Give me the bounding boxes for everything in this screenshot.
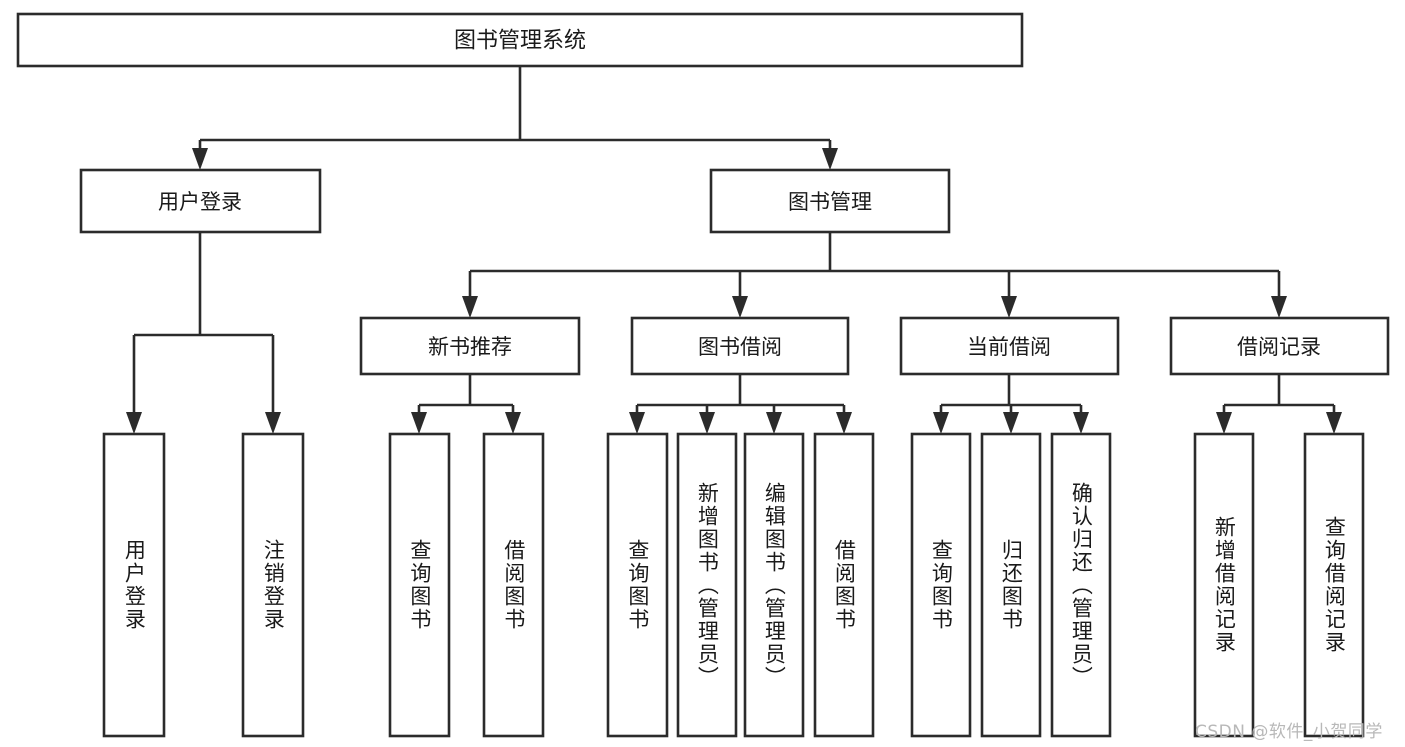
node-borrow-record[interactable]: 借阅记录 xyxy=(1169,316,1390,376)
borrow-record-label: 借阅记录 xyxy=(1237,335,1321,359)
leaf-boxes-layer xyxy=(102,432,1365,738)
leaf-box-borrow-book-1[interactable] xyxy=(482,432,545,738)
arrow-to-leaf-confirm-return xyxy=(1073,412,1089,434)
leaf-box-add-record[interactable] xyxy=(1193,432,1255,738)
current-borrow-box[interactable] xyxy=(899,316,1120,376)
leaf-box-return-book[interactable] xyxy=(980,432,1042,738)
leaf-box-query-book-2[interactable] xyxy=(606,432,669,738)
arrow-to-leaf-user-logout xyxy=(265,412,281,434)
arrow-to-leaf-add-book xyxy=(699,412,715,434)
arrow-to-leaf-query-book-3 xyxy=(933,412,949,434)
user-login-label: 用户登录 xyxy=(158,190,242,214)
book-manage-box[interactable] xyxy=(709,168,951,234)
new-book-recommend-box[interactable] xyxy=(359,316,581,376)
arrow-to-leaf-borrow-book-1 xyxy=(505,412,521,434)
leaf-box-edit-book[interactable] xyxy=(743,432,805,738)
book-borrow-box[interactable] xyxy=(630,316,850,376)
arrow-to-leaf-query-book-1 xyxy=(411,412,427,434)
node-root[interactable]: 图书管理系统 xyxy=(16,12,1024,68)
leaf-box-borrow-book-2[interactable] xyxy=(813,432,875,738)
leaf-box-query-book-1[interactable] xyxy=(388,432,451,738)
root-box[interactable] xyxy=(16,12,1024,68)
node-user-login[interactable]: 用户登录 xyxy=(79,168,322,234)
node-new-book-recommend[interactable]: 新书推荐 xyxy=(359,316,581,376)
leaf-box-query-book-3[interactable] xyxy=(910,432,972,738)
arrow-to-user-login xyxy=(192,148,208,170)
arrow-to-leaf-borrow-book-2 xyxy=(836,412,852,434)
csdn-watermark: CSDN @软件_小贺同学 xyxy=(1195,722,1383,742)
user-login-box[interactable] xyxy=(79,168,322,234)
arrow-to-leaf-user-login xyxy=(126,412,142,434)
leaf-box-user-login[interactable] xyxy=(102,432,166,738)
arrow-to-leaf-edit-book xyxy=(766,412,782,434)
leaf-box-add-book[interactable] xyxy=(676,432,738,738)
arrow-to-leaf-return-book xyxy=(1003,412,1019,434)
node-current-borrow[interactable]: 当前借阅 xyxy=(899,316,1120,376)
arrow-to-new-book-recommend xyxy=(462,296,478,318)
borrow-record-box[interactable] xyxy=(1169,316,1390,376)
arrow-to-book-borrow xyxy=(732,296,748,318)
leaf-box-confirm-return[interactable] xyxy=(1050,432,1112,738)
current-borrow-label: 当前借阅 xyxy=(967,335,1051,359)
book-manage-label: 图书管理 xyxy=(788,190,872,214)
arrow-to-leaf-query-book-2 xyxy=(629,412,645,434)
node-book-borrow[interactable]: 图书借阅 xyxy=(630,316,850,376)
new-book-recommend-label: 新书推荐 xyxy=(428,335,512,359)
arrow-to-leaf-add-record xyxy=(1216,412,1232,434)
node-book-manage[interactable]: 图书管理 xyxy=(709,168,951,234)
leaf-box-query-record[interactable] xyxy=(1303,432,1365,738)
leaf-box-user-logout[interactable] xyxy=(241,432,305,738)
arrow-to-current-borrow xyxy=(1001,296,1017,318)
arrow-to-borrow-record xyxy=(1271,296,1287,318)
arrow-to-book-manage xyxy=(822,148,838,170)
root-label: 图书管理系统 xyxy=(454,29,586,54)
connectors-layer xyxy=(126,66,1342,434)
book-borrow-label: 图书借阅 xyxy=(698,335,782,359)
arrow-to-leaf-query-record xyxy=(1326,412,1342,434)
